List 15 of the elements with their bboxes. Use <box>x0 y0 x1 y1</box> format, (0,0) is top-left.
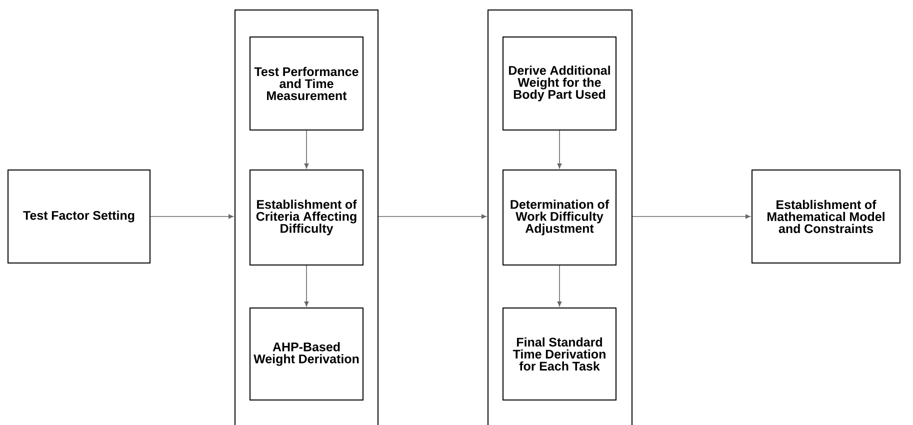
arrow <box>150 214 234 219</box>
arrow <box>557 130 562 168</box>
arrow <box>557 265 562 306</box>
process-box: AHP-Based Weight Derivation <box>250 307 364 400</box>
process-box: Derive Additional Weight for the Body Part Used <box>502 36 616 130</box>
process-box: Establishment of Criteria Affecting Difficulty <box>250 170 364 266</box>
process-box: Establishment of Mathematical Model and Constraints <box>752 170 900 264</box>
arrow <box>304 130 309 168</box>
process-box: Determination of Work Difficulty Adjustment <box>502 170 616 266</box>
process-box: Test Performance and Time Measurement <box>250 36 364 130</box>
process-box: Final Standard Time Derivation for Each Task <box>502 307 616 400</box>
arrow <box>632 214 750 219</box>
process-box: Test Factor Setting <box>8 170 150 264</box>
arrow <box>304 265 309 306</box>
arrow <box>378 214 486 219</box>
